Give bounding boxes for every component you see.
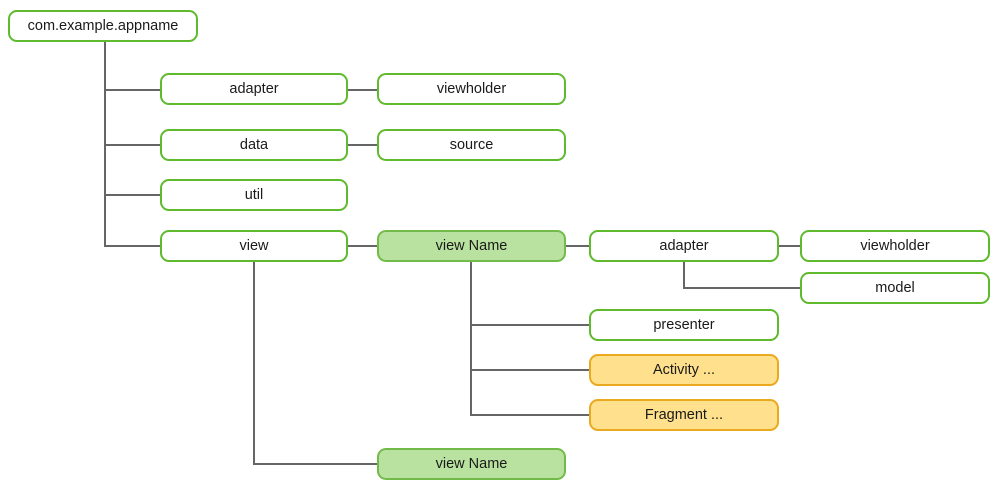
node-viewholder[interactable]: viewholder — [377, 73, 566, 105]
edge-viewname-to-presenter — [470, 324, 591, 326]
node-viewholder-level5[interactable]: viewholder — [800, 230, 990, 262]
edge-data-to-source — [346, 144, 379, 146]
edge-adapter-to-viewholder — [346, 89, 379, 91]
edge-view-to-viewname — [346, 245, 379, 247]
edge-viewname-to-adapter — [564, 245, 591, 247]
edge-viewname-to-activity — [470, 369, 591, 371]
node-adapter-level4[interactable]: adapter — [589, 230, 779, 262]
node-activity[interactable]: Activity ... — [589, 354, 779, 386]
edge-adapter4-to-model — [683, 287, 802, 289]
edge-adapter4-trunk — [683, 261, 685, 288]
node-fragment[interactable]: Fragment ... — [589, 399, 779, 431]
edge-root-to-view — [104, 245, 162, 247]
node-presenter[interactable]: presenter — [589, 309, 779, 341]
node-adapter[interactable]: adapter — [160, 73, 348, 105]
node-view-name-2[interactable]: view Name — [377, 448, 566, 480]
node-view-name-1[interactable]: view Name — [377, 230, 566, 262]
edge-root-to-data — [104, 144, 162, 146]
node-model[interactable]: model — [800, 272, 990, 304]
edge-view-trunk — [253, 261, 255, 465]
node-view[interactable]: view — [160, 230, 348, 262]
node-root[interactable]: com.example.appname — [8, 10, 198, 42]
edge-viewname-trunk — [470, 261, 472, 416]
edge-root-to-util — [104, 194, 162, 196]
edge-root-to-adapter — [104, 89, 162, 91]
node-data[interactable]: data — [160, 129, 348, 161]
node-util[interactable]: util — [160, 179, 348, 211]
edge-viewname-to-fragment — [470, 414, 591, 416]
edge-adapter4-to-viewholder5 — [777, 245, 802, 247]
node-source[interactable]: source — [377, 129, 566, 161]
edge-view-to-viewname2 — [253, 463, 379, 465]
